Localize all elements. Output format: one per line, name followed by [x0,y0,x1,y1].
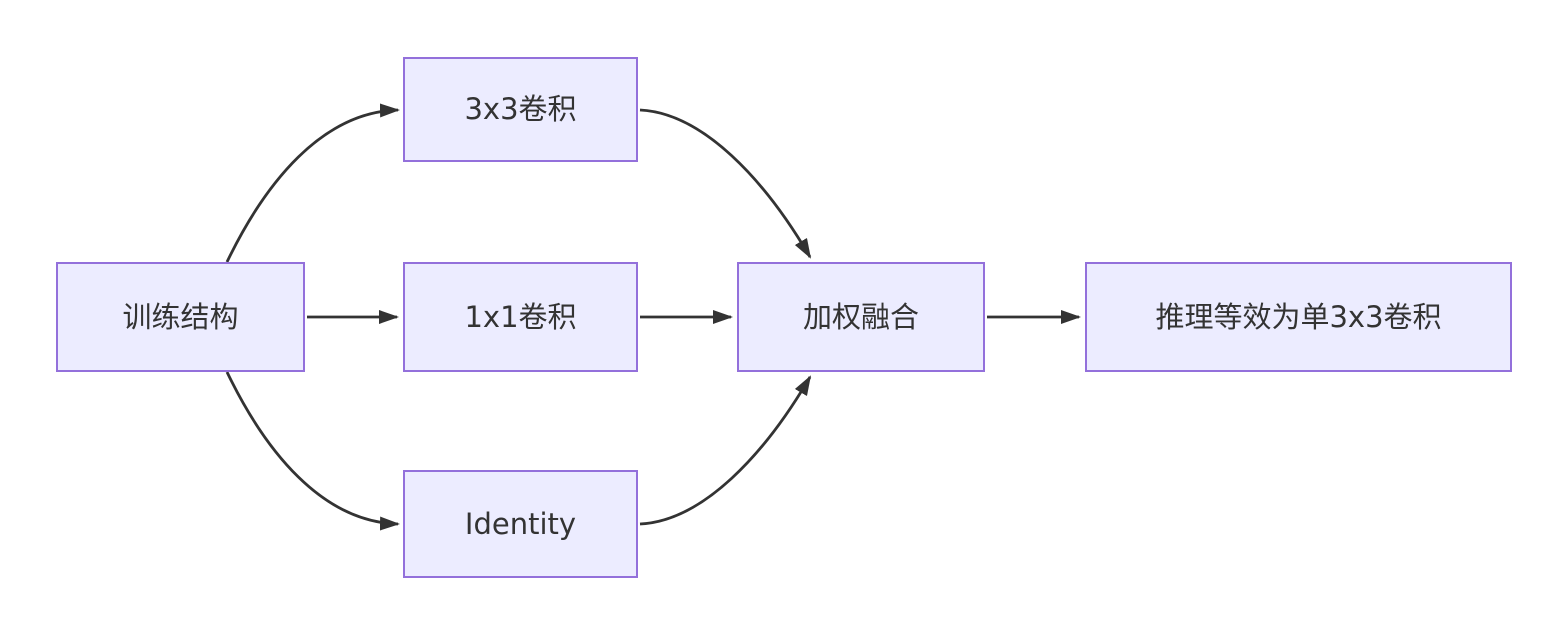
node-conv1x1-label: 1x1卷积 [464,299,577,334]
edge-conv3x3-to-fusion [639,108,812,259]
node-identity-label: Identity [464,506,577,541]
node-conv3x3: 3x3卷积 [403,57,638,162]
edge-train-to-conv3x3 [225,103,400,263]
node-weighted-fusion: 加权融合 [737,262,985,372]
node-conv3x3-label: 3x3卷积 [464,92,577,127]
node-train-structure-label: 训练结构 [122,299,239,334]
node-train-structure: 训练结构 [56,262,305,372]
node-inference-equivalent: 推理等效为单3x3卷积 [1085,262,1512,372]
node-inference-equivalent-label: 推理等效为单3x3卷积 [1155,299,1442,334]
edge-identity-to-fusion [639,375,812,526]
node-conv1x1: 1x1卷积 [403,262,638,372]
node-identity: Identity [403,470,638,578]
edge-train-to-identity [225,371,400,531]
node-weighted-fusion-label: 加权融合 [802,299,919,334]
